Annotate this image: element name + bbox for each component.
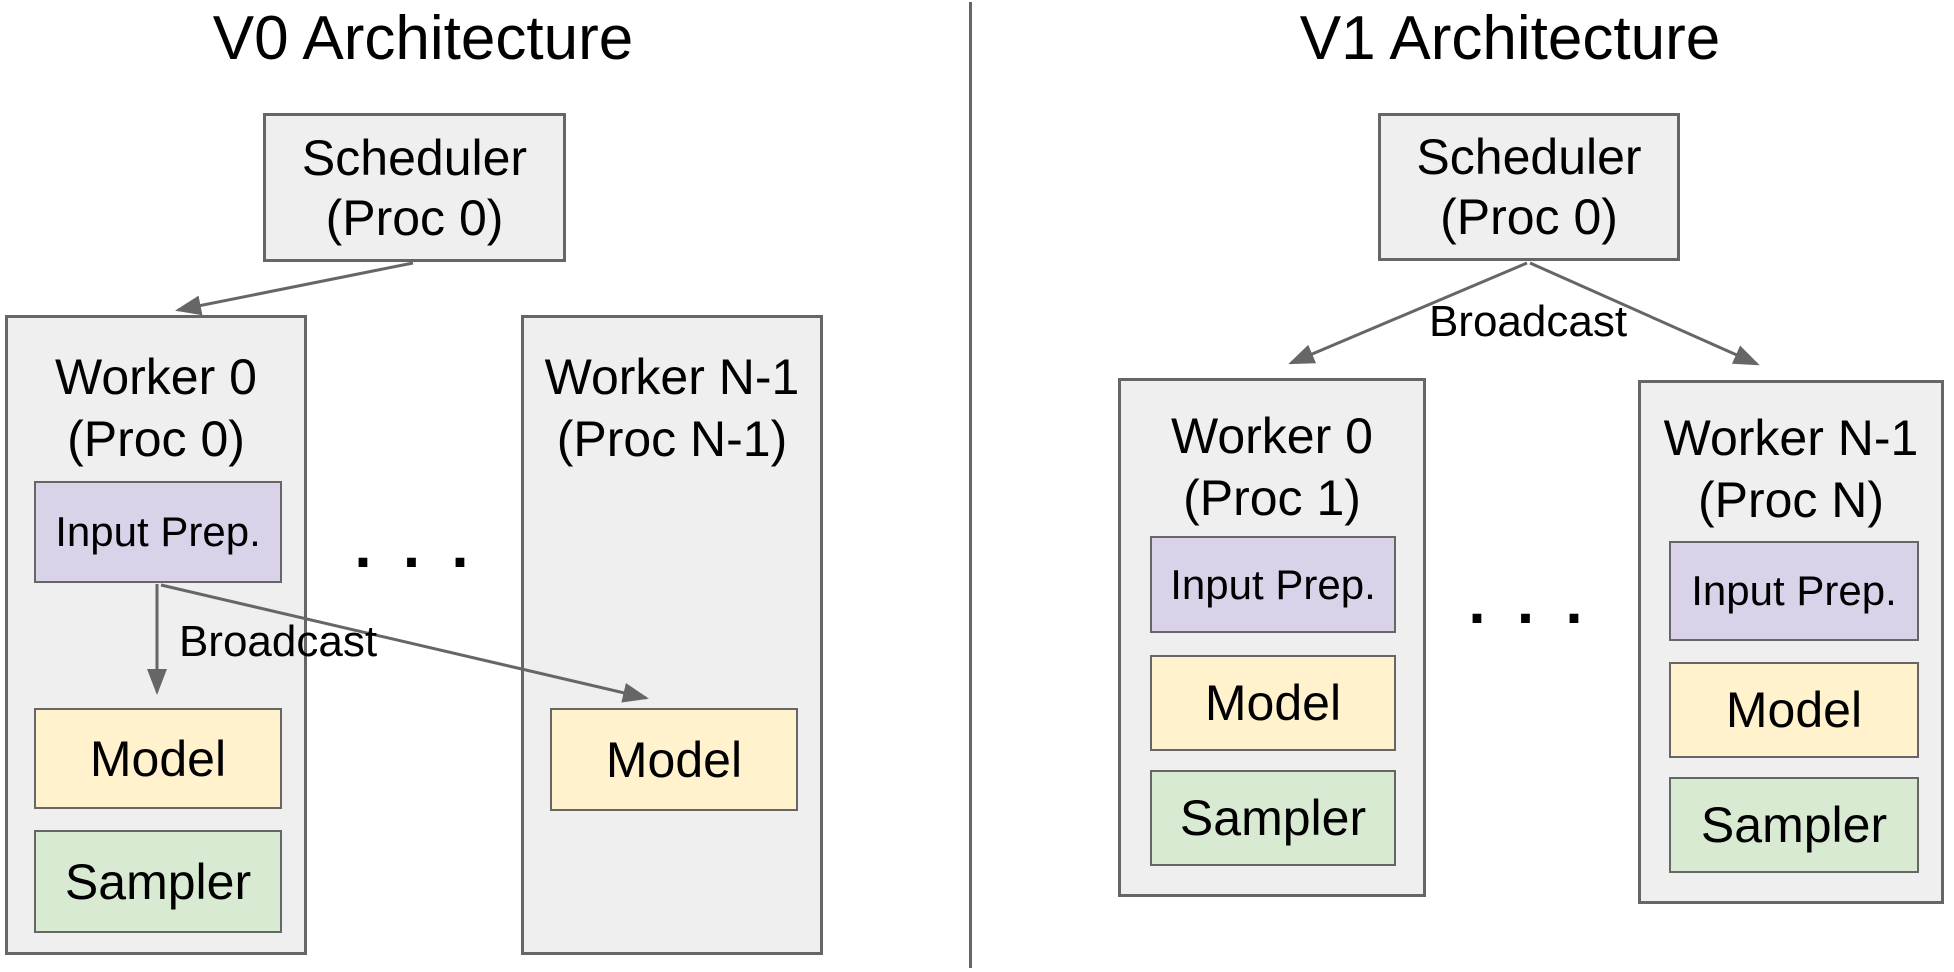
v1-worker0-box: Worker 0 (Proc 1) Input Prep. Model Samp… bbox=[1118, 378, 1426, 897]
v1-scheduler-name: Scheduler bbox=[1416, 129, 1642, 185]
v1-scheduler-box: Scheduler (Proc 0) bbox=[1378, 113, 1680, 261]
v0-title: V0 Architecture bbox=[212, 4, 634, 73]
v1-workerN-input-prep-box: Input Prep. bbox=[1669, 541, 1919, 641]
v0-workerN-title: Worker N-1 (Proc N-1) bbox=[524, 346, 820, 470]
v1-workerN-proc: (Proc N) bbox=[1697, 472, 1885, 528]
v0-broadcast-label: Broadcast bbox=[178, 617, 378, 666]
v0-ellipsis: . . . bbox=[354, 512, 476, 581]
panel-divider bbox=[969, 2, 972, 968]
v1-ellipsis: . . . bbox=[1468, 568, 1590, 637]
v1-workerN-model-box: Model bbox=[1669, 662, 1919, 758]
v1-title: V1 Architecture bbox=[1299, 4, 1721, 73]
v0-worker0-name: Worker 0 bbox=[55, 349, 257, 405]
v1-scheduler-proc: (Proc 0) bbox=[1440, 189, 1618, 245]
v1-worker0-title: Worker 0 (Proc 1) bbox=[1121, 405, 1423, 529]
v1-workerN-name: Worker N-1 bbox=[1663, 410, 1919, 466]
v0-worker0-proc: (Proc 0) bbox=[67, 411, 245, 467]
v0-workerN-proc: (Proc N-1) bbox=[556, 411, 788, 467]
v1-worker0-sampler-box: Sampler bbox=[1150, 770, 1396, 866]
v1-worker0-model-box: Model bbox=[1150, 655, 1396, 751]
v1-worker0-input-prep-box: Input Prep. bbox=[1150, 536, 1396, 633]
v0-workerN-model-box: Model bbox=[550, 708, 798, 811]
v1-workerN-title: Worker N-1 (Proc N) bbox=[1641, 407, 1941, 531]
v0-worker0-title: Worker 0 (Proc 0) bbox=[8, 346, 304, 470]
v0-worker0-sampler-box: Sampler bbox=[34, 830, 282, 933]
v0-scheduler-proc: (Proc 0) bbox=[325, 189, 504, 246]
v0-scheduler-name: Scheduler bbox=[301, 129, 528, 186]
v1-broadcast-label: Broadcast bbox=[1428, 297, 1628, 346]
v0-scheduler-to-worker0-arrow bbox=[175, 261, 414, 316]
v1-workerN-box: Worker N-1 (Proc N) Input Prep. Model Sa… bbox=[1638, 380, 1944, 904]
v0-worker0-model-box: Model bbox=[34, 708, 282, 809]
v1-worker0-proc: (Proc 1) bbox=[1183, 470, 1361, 526]
v0-workerN-name: Worker N-1 bbox=[544, 349, 800, 405]
v0-worker0-input-prep-box: Input Prep. bbox=[34, 481, 282, 583]
v0-scheduler-box: Scheduler (Proc 0) bbox=[263, 113, 566, 262]
v1-workerN-sampler-box: Sampler bbox=[1669, 777, 1919, 873]
v0-workerN-box: Worker N-1 (Proc N-1) Model bbox=[521, 315, 823, 955]
v1-worker0-name: Worker 0 bbox=[1171, 408, 1373, 464]
